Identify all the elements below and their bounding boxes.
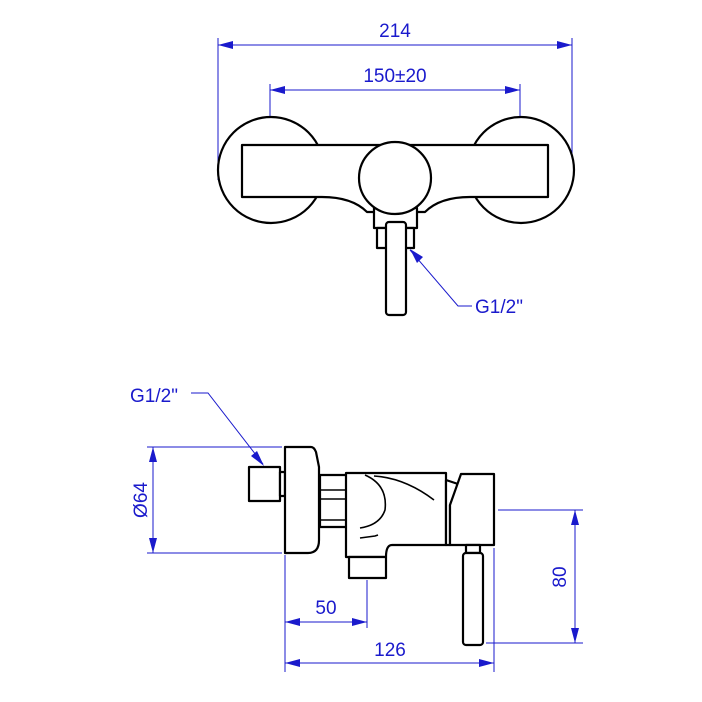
mixer-side <box>247 445 496 647</box>
mixer-top <box>216 115 576 317</box>
body-contour <box>359 474 387 529</box>
dimension-lever-height: 80 <box>486 509 583 644</box>
top-view: 214 150±20 G1/2" <box>216 21 576 318</box>
dim-label-150: 150±20 <box>363 66 426 87</box>
body-contour-2 <box>373 475 435 501</box>
wall-plate <box>283 445 321 555</box>
outlet-fitting-side <box>347 555 388 580</box>
dimension-total-depth: 126 <box>285 548 495 672</box>
mixer-body <box>344 471 448 559</box>
body-contour-3 <box>359 534 379 539</box>
lever <box>384 220 408 317</box>
dimension-wall-centers: 150±20 <box>269 66 521 117</box>
side-view: G1/2" Ø64 <box>130 386 583 672</box>
dim-label-50: 50 <box>315 598 336 619</box>
dim-label-214: 214 <box>379 21 411 42</box>
dim-label-80: 80 <box>550 566 571 587</box>
handle-body <box>448 472 496 547</box>
dimension-outlet-offset: 50 <box>284 555 368 672</box>
inlet-connector <box>247 465 282 503</box>
lever-side <box>461 551 485 647</box>
thread-label-top: G1/2" <box>475 297 523 318</box>
lever-neck <box>464 543 482 555</box>
union-nut <box>318 473 349 529</box>
thread-label-side: G1/2" <box>130 386 178 407</box>
cartridge-body <box>357 140 433 216</box>
leader-inlet-thread: G1/2" <box>130 386 264 466</box>
dim-label-126: 126 <box>374 640 406 661</box>
leader-outlet-thread: G1/2" <box>409 249 523 318</box>
dimension-overall-width: 214 <box>217 21 573 180</box>
dimension-plate-diameter: Ø64 <box>131 446 282 554</box>
dim-label-64: Ø64 <box>131 482 152 518</box>
